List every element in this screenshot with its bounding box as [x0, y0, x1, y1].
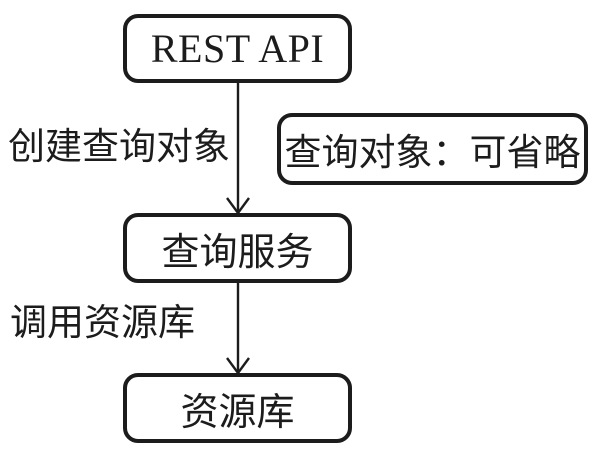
- node-repository: 资源库: [123, 373, 352, 443]
- node-rest-api-label: REST API: [150, 26, 325, 71]
- arrow-query-service-to-repository: [226, 283, 250, 376]
- node-query-service-label: 查询服务: [161, 231, 314, 274]
- node-note-label: 查询对象：可省略: [284, 133, 581, 174]
- edge-label-call-repository: 调用资源库: [10, 303, 195, 344]
- node-rest-api: REST API: [123, 14, 352, 83]
- node-repository-label: 资源库: [180, 391, 295, 434]
- edge-label-create-query-object: 创建查询对象: [8, 127, 230, 168]
- node-query-service: 查询服务: [123, 213, 352, 283]
- arrow-rest-api-to-query-service: [226, 83, 250, 216]
- node-note-query-object-optional: 查询对象：可省略: [277, 113, 588, 185]
